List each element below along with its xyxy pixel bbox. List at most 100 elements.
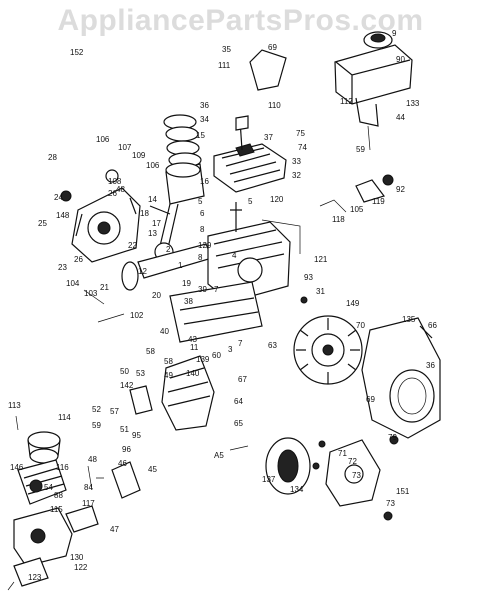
blower-housing-drawing: [361, 317, 441, 439]
part-number-1: 1: [178, 261, 183, 270]
part-number-25: 25: [38, 219, 47, 228]
part-number-140: 140: [186, 369, 200, 378]
part-number-135: 135: [402, 315, 416, 324]
part-number-9: 9: [392, 29, 397, 38]
part-number-107: 107: [118, 143, 132, 152]
part-number-14: 14: [148, 195, 157, 204]
part-number-113: 113: [8, 401, 21, 410]
part-number-23: 23: [58, 263, 67, 272]
part-number-74: 74: [298, 143, 307, 152]
part-number-8: 8: [200, 225, 205, 234]
part-number-26: 26: [108, 189, 117, 198]
part-number-50: 50: [120, 367, 129, 376]
part-number-58: 58: [164, 357, 173, 366]
part-number-122: 122: [74, 563, 88, 572]
part-number-51: 51: [120, 425, 129, 434]
part-number-40: 40: [160, 327, 169, 336]
part-number-65: 65: [234, 419, 243, 428]
part-number-13: 13: [148, 229, 157, 238]
part-number-114: 114: [58, 413, 71, 422]
part-number-7: 7: [214, 285, 219, 294]
part-number-16: 16: [200, 177, 209, 186]
part-number-130: 130: [70, 553, 84, 562]
part-number-88: 88: [54, 491, 63, 500]
part-number-149: 149: [346, 299, 360, 308]
part-number-12: 12: [138, 267, 147, 276]
piston-rings-drawing: [163, 114, 205, 205]
part-number-35: 35: [222, 45, 231, 54]
diagram-code: A5: [214, 451, 224, 460]
part-number-36: 36: [426, 361, 435, 370]
carburetor-drawing: [13, 461, 141, 587]
part-number-146: 146: [10, 463, 24, 472]
part-number-111: 111: [218, 61, 231, 70]
part-number-43: 43: [188, 335, 197, 344]
part-number-34: 34: [200, 115, 209, 124]
crankcase-drawing: [60, 169, 141, 263]
part-number-142: 142: [120, 381, 134, 390]
fuel-tank-drawing: [319, 31, 413, 213]
part-number-70: 70: [356, 321, 365, 330]
part-number-6: 6: [200, 209, 205, 218]
part-number-45: 45: [148, 465, 157, 474]
crankshaft-drawing: [121, 203, 213, 291]
part-number-54: 54: [44, 483, 53, 492]
part-number-3: 3: [228, 345, 233, 354]
part-number-32: 32: [292, 171, 301, 180]
part-number-7: 7: [238, 339, 243, 348]
part-number-37: 37: [264, 133, 273, 142]
part-number-115: 115: [50, 505, 63, 514]
part-number-116: 116: [56, 463, 69, 472]
part-number-95: 95: [132, 431, 141, 440]
part-number-129: 129: [198, 241, 212, 250]
part-number-52: 52: [92, 405, 101, 414]
part-number-120: 120: [270, 195, 284, 204]
part-number-73: 73: [352, 471, 361, 480]
starter-drawing: [265, 437, 381, 507]
part-number-104: 104: [66, 279, 80, 288]
part-number-63: 63: [268, 341, 277, 350]
part-number-8: 8: [198, 253, 203, 262]
part-number-112: 112: [340, 97, 353, 106]
part-number-44: 44: [396, 113, 405, 122]
part-number-133: 133: [406, 99, 420, 108]
part-number-58: 58: [146, 347, 155, 356]
part-number-67: 67: [238, 375, 247, 384]
part-number-26: 26: [74, 255, 83, 264]
part-number-59: 59: [92, 421, 101, 430]
part-number-121: 121: [314, 255, 328, 264]
part-number-137: 137: [262, 475, 276, 484]
part-number-103: 103: [84, 289, 98, 298]
part-number-118: 118: [332, 215, 345, 224]
part-number-73: 73: [386, 499, 395, 508]
part-number-151: 151: [396, 487, 410, 496]
part-number-39: 39: [198, 285, 207, 294]
engine-block-drawing: [169, 202, 301, 343]
part-number-139: 139: [196, 355, 210, 364]
part-number-2: 2: [166, 245, 171, 254]
part-number-148: 148: [56, 211, 70, 220]
cylinder-head-drawing: [213, 49, 287, 193]
part-number-47: 47: [110, 525, 119, 534]
part-number-96: 96: [122, 445, 131, 454]
part-number-71: 71: [338, 449, 347, 458]
part-number-46: 46: [118, 459, 127, 468]
part-number-90: 90: [396, 55, 405, 64]
part-number-92: 92: [396, 185, 405, 194]
part-number-22: 22: [128, 241, 137, 250]
part-number-38: 38: [184, 297, 193, 306]
part-number-33: 33: [292, 157, 301, 166]
part-number-17: 17: [152, 219, 161, 228]
part-number-109: 109: [132, 151, 146, 160]
part-number-59: 59: [356, 145, 365, 154]
part-number-24: 24: [54, 193, 63, 202]
part-number-20: 20: [152, 291, 161, 300]
flywheel-drawing: [293, 315, 363, 385]
part-number-106: 106: [146, 161, 160, 170]
part-number-105: 105: [350, 205, 364, 214]
part-number-28: 28: [48, 153, 57, 162]
part-number-79: 79: [388, 433, 397, 442]
part-number-108: 108: [108, 177, 122, 186]
